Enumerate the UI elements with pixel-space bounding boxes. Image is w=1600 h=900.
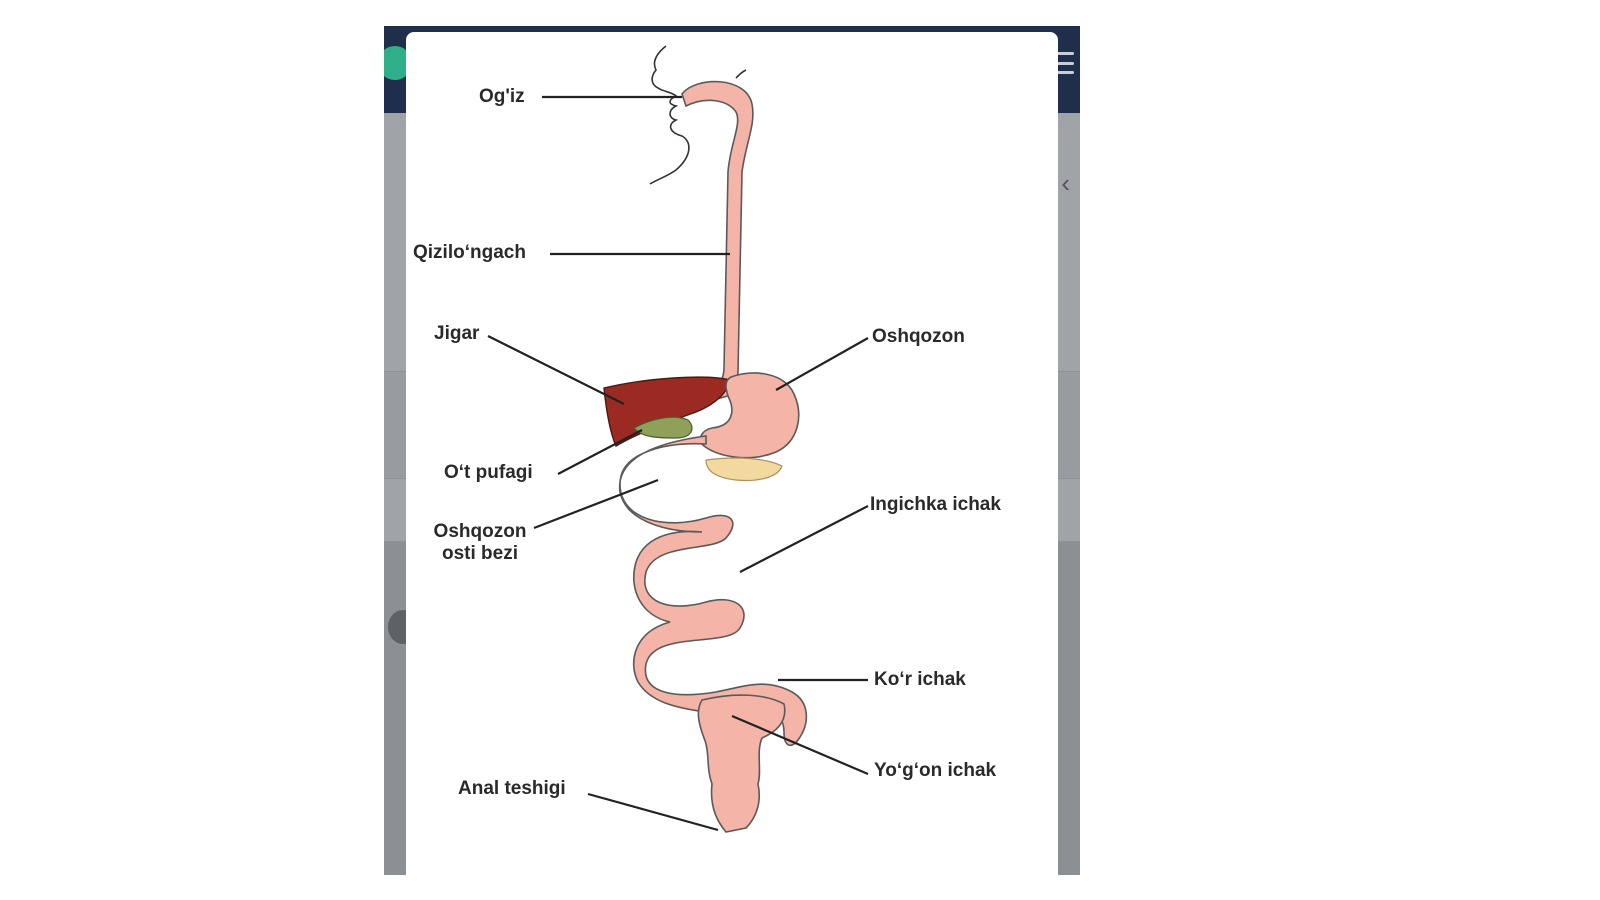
label-gallbladder: O‘t pufagi xyxy=(444,462,533,483)
leader-anus xyxy=(587,792,719,832)
large-intestine xyxy=(697,694,786,833)
head-outline xyxy=(735,69,747,79)
label-mouth: Og'iz xyxy=(479,86,525,107)
label-stomach: Oshqozon xyxy=(872,326,965,347)
label-small-intestine: Ingichka ichak xyxy=(870,494,1001,515)
small-intestine xyxy=(618,435,808,746)
leader-liver xyxy=(487,335,625,405)
leader-pancreas xyxy=(533,478,659,530)
label-liver: Jigar xyxy=(434,323,480,344)
leader-large-intestine xyxy=(731,714,869,776)
label-pancreas-line1: Oshqozon xyxy=(433,521,527,542)
face-outline xyxy=(649,45,690,185)
label-pancreas-line2: osti bezi xyxy=(441,543,518,564)
hamburger-menu-icon[interactable] xyxy=(1052,52,1074,74)
stomach xyxy=(699,372,800,459)
leader-lines xyxy=(487,95,869,832)
chevron-left-icon[interactable]: ‹ xyxy=(1061,168,1070,198)
pancreas xyxy=(705,457,783,482)
leader-small-intestine xyxy=(739,505,869,573)
label-esophagus: Qizilo‘ngach xyxy=(413,242,526,263)
esophagus xyxy=(681,80,757,404)
label-cecum: Ko‘r ichak xyxy=(874,669,966,690)
leader-gallbladder xyxy=(557,429,643,475)
label-anus: Anal teshigi xyxy=(458,778,566,799)
image-modal: Og'iz Qizilo‘ngach Jigar O‘t pufagi Oshq… xyxy=(406,32,1058,875)
label-pancreas: Oshqozon osti bezi xyxy=(418,521,542,565)
label-large-intestine: Yo‘g‘on ichak xyxy=(874,760,997,781)
leader-stomach xyxy=(775,337,869,391)
gallbladder xyxy=(633,416,693,439)
digestive-system-diagram xyxy=(487,45,869,833)
